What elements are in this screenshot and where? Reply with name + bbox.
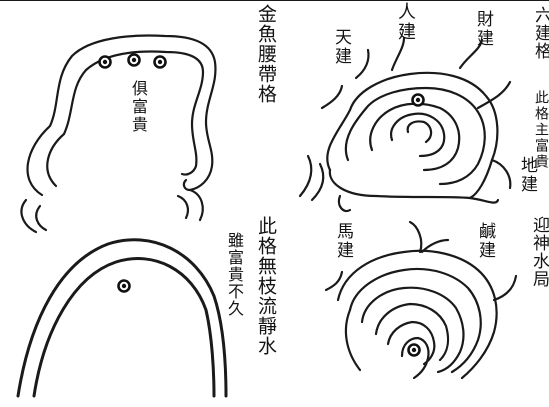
golden-fish-title: 金魚腰帶格 bbox=[255, 4, 277, 104]
golden-fish-diagram bbox=[20, 34, 217, 234]
golden-fish-verdict: 俱富貴 bbox=[129, 80, 148, 134]
horse-salt-diagram bbox=[324, 220, 518, 380]
six-builds-edge-note: 此格主富貴 bbox=[533, 90, 549, 170]
horse-salt-edge-title: 迎神水局 bbox=[529, 216, 549, 288]
still-water-diagram bbox=[16, 238, 228, 398]
still-water-note: 此格無枝流靜水 bbox=[255, 216, 277, 356]
label-horse-build: 馬建 bbox=[333, 222, 353, 260]
still-water-verdict: 雖富貴不久 bbox=[225, 232, 244, 317]
six-builds-diagram bbox=[298, 36, 512, 213]
label-earth-build: 地建 bbox=[517, 156, 537, 194]
label-heaven-build: 天建 bbox=[331, 28, 351, 66]
label-person-build: 人建 bbox=[395, 2, 416, 42]
label-wealth-build: 財建 bbox=[473, 10, 493, 48]
six-builds-edge-title: 六建格 bbox=[531, 6, 549, 60]
label-salt-build: 鹹建 bbox=[475, 222, 495, 260]
